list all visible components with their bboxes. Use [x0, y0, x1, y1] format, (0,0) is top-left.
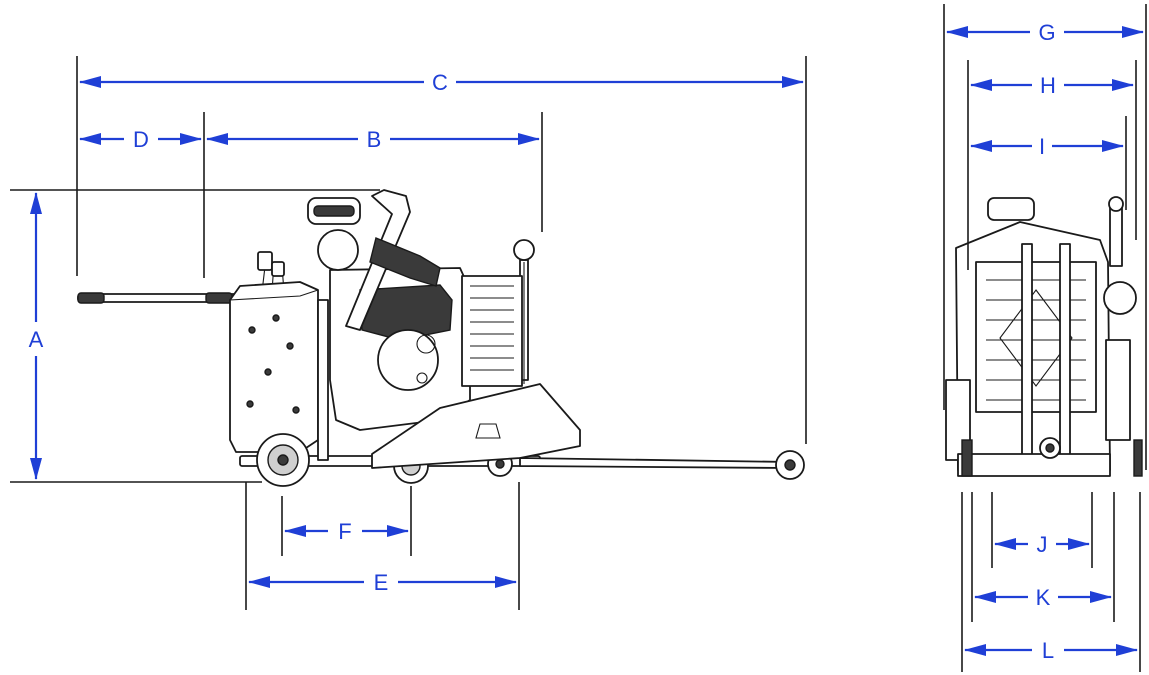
- dimension-g: G: [946, 20, 1144, 45]
- dimension-e: E: [248, 570, 517, 595]
- label-j: J: [1037, 532, 1048, 557]
- dimension-i: I: [970, 134, 1124, 159]
- dimension-c: C: [79, 70, 804, 95]
- front-extension-lines: [943, 4, 1147, 672]
- dimension-l: L: [964, 638, 1138, 663]
- blade-guard: [371, 383, 581, 469]
- label-b: B: [367, 127, 382, 152]
- label-g: G: [1038, 20, 1055, 45]
- label-h: H: [1040, 73, 1056, 98]
- front-guide-arm: [519, 457, 791, 469]
- dimension-b: B: [206, 127, 540, 152]
- label-d: D: [133, 127, 149, 152]
- dimension-h: H: [970, 73, 1134, 98]
- dimension-a: A: [29, 192, 44, 480]
- side-extension-lines: [10, 56, 807, 610]
- label-e: E: [374, 570, 389, 595]
- dimension-k: K: [974, 585, 1112, 610]
- radiator: [461, 275, 523, 387]
- rear-housing: [229, 281, 319, 453]
- dimension-d: D: [79, 127, 202, 152]
- front-view-machine: [945, 196, 1143, 477]
- label-i: I: [1039, 134, 1045, 159]
- dimension-f: F: [284, 519, 409, 544]
- label-l: L: [1042, 638, 1054, 663]
- dimension-j: J: [994, 532, 1090, 557]
- label-c: C: [432, 70, 448, 95]
- label-k: K: [1036, 585, 1051, 610]
- side-view-machine: [77, 189, 805, 487]
- label-a: A: [29, 327, 44, 352]
- label-f: F: [338, 519, 351, 544]
